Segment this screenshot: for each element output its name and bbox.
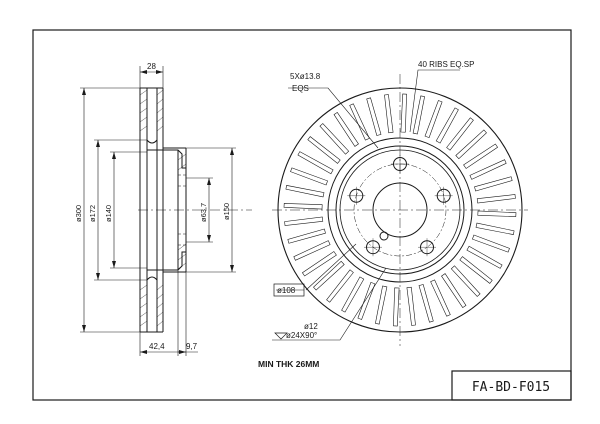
rib [375,285,388,325]
rib [285,185,325,198]
rib [455,129,487,160]
rib [430,279,451,317]
rib [341,276,365,313]
rib [333,111,359,147]
ventilation-ribs [283,93,517,327]
bolt-holes [347,155,453,257]
hat-inner-ring [339,149,461,271]
rib [450,265,481,297]
rib [366,97,382,136]
rib [469,159,507,180]
dim-bore-diameter: ø140 [104,205,113,222]
rib [406,286,416,326]
rib [287,228,326,244]
rib [446,117,474,151]
pilot-hole [379,231,389,241]
front-view [272,69,528,346]
rib [424,100,443,138]
bolt-hole-centerline [434,186,453,205]
drawing-border [32,29,572,401]
bolt-hole-centerline [364,238,382,257]
rib [477,210,517,217]
rib [466,245,503,269]
rib [463,143,499,169]
rib [441,273,467,309]
rib [326,269,354,303]
rib [357,282,376,320]
title-block [451,370,572,401]
callout-pilot-hole-countersink: ø24X90° [286,331,317,340]
dim-outer-diameter: ø300 [74,205,83,222]
center-bore [372,182,428,238]
hat-section [146,142,187,278]
rib [474,176,513,192]
rib [459,256,493,284]
rib [284,216,324,226]
dim-flange-diameter: ø150 [222,203,231,220]
dim-offset: 42,4 [149,342,165,351]
rib [472,234,510,253]
dim-hat-thickness: 9,7 [186,342,198,351]
rib [290,167,328,186]
rib [319,123,350,155]
rib [412,95,425,135]
rib [418,284,434,323]
dim-width-top: 28 [147,62,156,71]
note-min-thickness: MIN THK 26MM [258,359,319,369]
side-section-view [80,66,252,356]
callout-ribs: 40 RIBS EQ.SP [418,60,474,69]
friction-inner-edge [327,137,473,283]
bolt-hole-centerline [347,186,366,205]
friction-ring-section [139,87,164,333]
rib [435,107,459,144]
bolt-hole-centerline [418,238,436,257]
dim-hat-diameter: ø172 [88,205,97,222]
rib [307,136,341,164]
rib [393,287,400,327]
rib [283,203,323,210]
rib [293,240,331,261]
rib [313,260,345,291]
callout-bolt-circle-box [273,283,305,297]
callout-pilot-hole: ø12 [304,322,318,331]
rib [384,94,394,134]
rib [476,194,516,204]
bolt-hole-centerline [391,155,409,173]
rib [301,251,337,277]
rib [400,93,407,133]
hat-outer-ring [335,145,465,275]
rib [349,103,370,141]
callout-bolt-holes-eqs: EQS [292,84,309,93]
rib [297,151,334,175]
part-number: FA-BD-F015 [472,380,550,395]
callout-bolt-holes: 5Xø13.8 [290,72,321,81]
callout-bolt-circle: ø108 [277,286,296,295]
rib [475,222,515,235]
dim-center-bore: ø63,7 [199,203,208,222]
rotor-outer-edge [277,87,523,333]
